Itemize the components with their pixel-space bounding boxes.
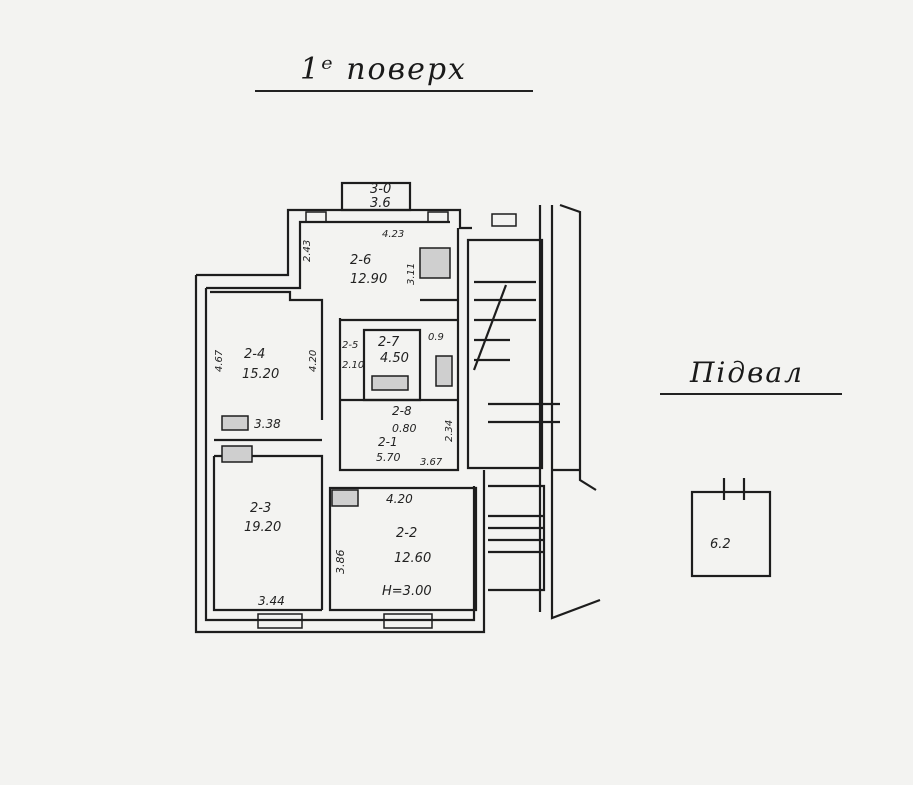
room-2-3-area: 19.20 — [244, 520, 281, 535]
dim-4-20-bottom: 4.20 — [386, 492, 413, 506]
floor-title: 1ᵉ поверх — [300, 52, 467, 87]
room-2-4-id: 2-4 — [244, 347, 265, 362]
basement-room-area: 6.2 — [710, 537, 731, 552]
basement-title: Підвал — [690, 356, 804, 389]
room-2-7-id: 2-7 — [378, 335, 400, 350]
windows — [257, 211, 517, 629]
room-3-0-id: 3-0 — [370, 182, 391, 197]
dim-0-9: 0.9 — [428, 332, 444, 343]
room-2-2-id: 2-2 — [396, 526, 417, 541]
room-labels: 3-0 3.6 2-6 12.90 2-4 15.20 2-5 2.10 2-7… — [242, 182, 731, 566]
dim-4-20-left: 4.20 — [308, 350, 319, 372]
room-2-4-area: 15.20 — [242, 367, 279, 382]
basement-title-underline — [660, 393, 842, 395]
basement-room — [690, 478, 772, 578]
floor-title-underline — [255, 90, 533, 92]
room-2-8-id: 2-8 — [392, 404, 412, 418]
room-2-2-area: 12.60 — [394, 551, 431, 566]
dim-2-43: 2.43 — [302, 240, 313, 262]
dim-3-67: 3.67 — [420, 457, 443, 468]
walls — [194, 181, 601, 634]
dim-2-34: 2.34 — [444, 420, 455, 442]
room-2-1-id: 2-1 — [378, 435, 398, 449]
dim-3-86: 3.86 — [334, 550, 347, 575]
dim-3-38: 3.38 — [254, 417, 281, 431]
dimension-labels: 4.23 2.43 3.11 4.67 4.20 0.9 2.34 3.38 3… — [214, 229, 455, 608]
room-2-1-area: 5.70 — [376, 451, 401, 464]
room-2-6-area: 12.90 — [350, 272, 387, 287]
dim-4-67: 4.67 — [214, 349, 225, 372]
room-2-6-id: 2-6 — [350, 253, 371, 268]
dim-4-23: 4.23 — [382, 229, 404, 240]
fixtures — [221, 247, 453, 507]
room-2-5-id: 2-5 — [342, 340, 358, 351]
dim-3-11: 3.11 — [406, 263, 417, 285]
height-note: H=3.00 — [382, 584, 432, 599]
dim-3-44: 3.44 — [258, 594, 285, 608]
room-2-7-area: 4.50 — [380, 351, 409, 366]
room-3-0-area: 3.6 — [370, 196, 391, 211]
room-2-3-id: 2-3 — [250, 501, 271, 516]
room-2-5-area: 2.10 — [342, 360, 364, 371]
room-2-8-area: 0.80 — [392, 422, 417, 435]
